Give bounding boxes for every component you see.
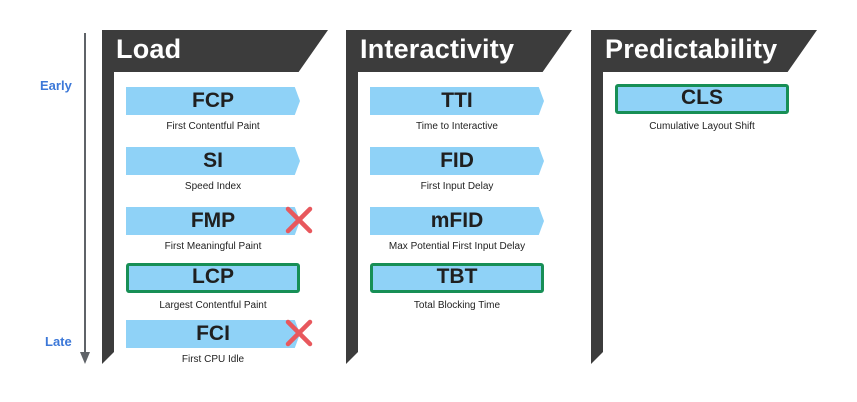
metric-full-name: Largest Contentful Paint — [159, 300, 267, 311]
metric-full-name: First Contentful Paint — [166, 121, 260, 132]
metric-chip — [370, 87, 544, 115]
metric-chip-highlighted — [615, 84, 789, 114]
metric-fci: FCI First CPU Idle — [126, 319, 313, 370]
metric-full-name: Speed Index — [184, 181, 242, 192]
metric-abbreviation: FMP — [190, 209, 236, 232]
metric-full-name: Cumulative Layout Shift — [649, 121, 755, 132]
metric-abbreviation: CLS — [681, 86, 723, 109]
cross-icon — [285, 319, 313, 347]
metric-chip — [126, 87, 300, 115]
metric-cls: CLS Cumulative Layout Shift — [615, 84, 795, 134]
column-header — [102, 30, 328, 72]
column-spine-end — [591, 352, 603, 364]
metric-chip — [370, 207, 544, 235]
metric-abbreviation: FID — [440, 149, 474, 172]
metric-lcp: LCP Largest Contentful Paint — [126, 263, 306, 313]
metric-full-name: First Meaningful Paint — [164, 241, 262, 252]
metric-abbreviation: SI — [203, 149, 223, 172]
cross-icon — [285, 206, 313, 234]
metric-mfid: mFID Max Potential First Input Delay — [370, 207, 550, 257]
metric-abbreviation: TTI — [441, 89, 473, 112]
arrow-down-icon — [80, 352, 90, 364]
column-title: Interactivity — [360, 34, 515, 64]
column-spine — [346, 30, 358, 364]
metric-abbreviation: LCP — [192, 265, 234, 288]
metric-abbreviation: FCP — [192, 89, 234, 112]
column-header — [591, 30, 817, 72]
metric-chip — [126, 207, 300, 235]
metric-chip-highlighted — [126, 263, 300, 293]
column-spine-end — [346, 352, 358, 364]
axis-late-label: Late — [45, 334, 72, 349]
metric-chip — [126, 147, 300, 175]
column-spine — [591, 30, 603, 364]
metric-abbreviation: TBT — [436, 265, 478, 288]
metric-full-name: First Input Delay — [420, 181, 494, 192]
metric-tbt: TBT Total Blocking Time — [370, 263, 550, 313]
metric-fid: FID First Input Delay — [370, 147, 550, 197]
metric-full-name: First CPU Idle — [181, 354, 245, 365]
metric-full-name: Max Potential First Input Delay — [388, 241, 526, 252]
metric-tti: TTI Time to Interactive — [370, 87, 550, 137]
metric-abbreviation: FCI — [196, 322, 230, 345]
metric-full-name: Time to Interactive — [416, 121, 498, 132]
metric-abbreviation: mFID — [430, 209, 484, 232]
metric-fcp: FCP First Contentful Paint — [126, 87, 306, 137]
column-title: Predictability — [605, 34, 778, 64]
column-title: Load — [116, 34, 182, 64]
column-spine — [102, 30, 114, 364]
column-header — [346, 30, 572, 72]
axis-early-label: Early — [40, 78, 72, 93]
timeline-axis — [84, 33, 86, 353]
metric-full-name: Total Blocking Time — [413, 300, 501, 311]
metric-si: SI Speed Index — [126, 147, 306, 197]
metric-chip — [370, 147, 544, 175]
metric-chip-highlighted — [370, 263, 544, 293]
metric-fmp: FMP First Meaningful Paint — [126, 206, 313, 257]
metric-chip — [126, 320, 300, 348]
column-spine-end — [102, 352, 114, 364]
